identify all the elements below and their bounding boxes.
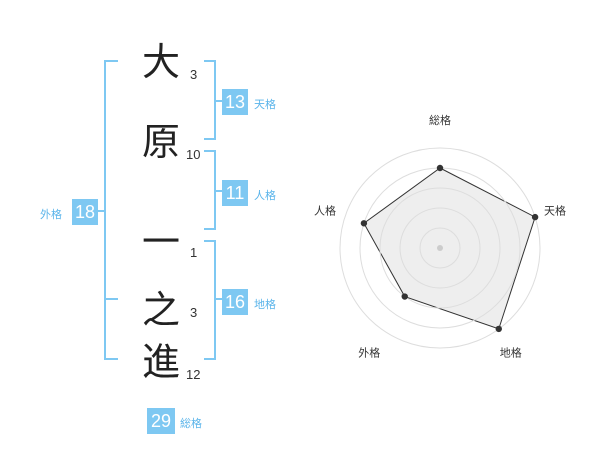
tenkaku-value: 13 [222, 89, 248, 115]
radar-point-3 [495, 325, 502, 333]
name-char-3: 一 [142, 220, 181, 264]
gaikaku-inner-stub [104, 298, 118, 300]
tenkaku-stub [216, 100, 222, 102]
name-char-5: 進 [142, 340, 181, 384]
name-char-1: 大 [142, 40, 181, 84]
jinkaku-value: 11 [222, 180, 248, 206]
gaikaku-bracket [104, 60, 118, 360]
stroke-count-4: 3 [190, 305, 198, 320]
radar-axis-label-3: 地格 [500, 346, 522, 360]
chikaku-bracket [204, 240, 216, 360]
stroke-count-3: 1 [190, 245, 198, 260]
gaikaku-label: 外格 [40, 208, 62, 221]
radar-ring [419, 227, 461, 269]
radar-axis-label-1: 総格 [429, 113, 451, 127]
radar-ring [399, 207, 481, 289]
radar-center-dot [437, 245, 443, 251]
chikaku-stub [216, 298, 222, 300]
chikaku-value: 16 [222, 289, 248, 315]
name-char-4: 之 [142, 288, 181, 332]
stroke-count-5: 12 [186, 367, 201, 382]
soukaku-value: 29 [147, 408, 175, 434]
jinkaku-label: 人格 [254, 189, 276, 202]
radar-axis-label-5: 人格 [314, 203, 336, 217]
radar-data-area [363, 167, 536, 330]
name-char-2: 原 [142, 120, 181, 164]
radar-axis-label-2: 天格 [544, 203, 566, 217]
soukaku-label: 総格 [180, 417, 202, 430]
gaikaku-value: 18 [72, 199, 98, 225]
radar-point-2 [531, 213, 539, 221]
radar-axis-label-4: 外格 [358, 346, 380, 360]
radar-point-4 [401, 293, 408, 300]
tenkaku-bracket [204, 60, 216, 140]
stroke-count-1: 3 [190, 67, 198, 82]
jinkaku-bracket [204, 150, 216, 230]
gaikaku-outer-stub [98, 210, 105, 212]
radar-point-1 [436, 164, 444, 172]
chikaku-label: 地格 [254, 298, 276, 311]
stroke-count-2: 10 [186, 147, 201, 162]
radar-ring [379, 187, 501, 309]
tenkaku-label: 天格 [254, 98, 276, 111]
jinkaku-stub [216, 190, 222, 192]
radar-point-5 [360, 220, 368, 227]
